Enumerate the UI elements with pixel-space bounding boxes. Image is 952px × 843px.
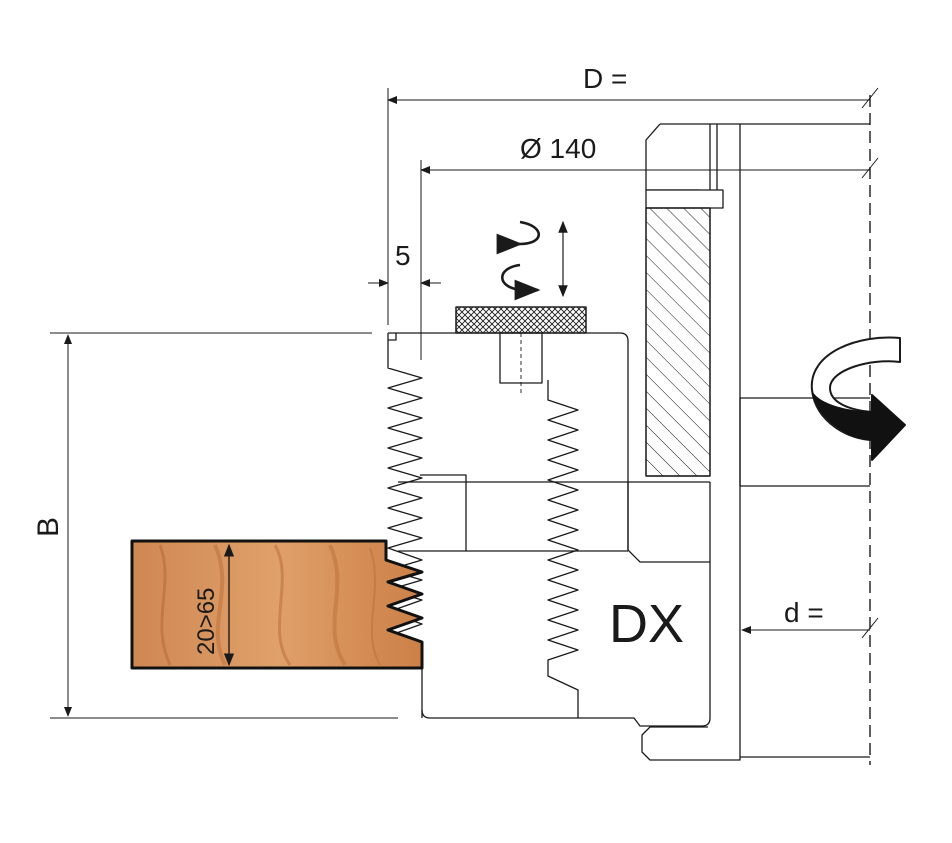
hand-marking-label: DX xyxy=(609,594,684,654)
offset-label: 5 xyxy=(395,240,411,271)
knurled-nut xyxy=(455,306,587,395)
inner-knife-teeth xyxy=(547,380,579,718)
adjust-rotation-icon xyxy=(496,220,568,301)
cutter-profile-teeth xyxy=(387,332,423,718)
height-label: B xyxy=(32,517,65,537)
dimension-height xyxy=(50,332,398,719)
hub-sleeve xyxy=(641,123,870,761)
outer-diameter-label: D = xyxy=(583,63,627,94)
dimension-bore xyxy=(741,617,879,639)
workpiece-thickness-label: 20>65 xyxy=(193,588,220,655)
body-diameter-label: Ø 140 xyxy=(520,133,596,164)
rotation-direction-arrow-icon xyxy=(810,336,906,461)
wood-workpiece xyxy=(130,539,424,670)
bore-label: d = xyxy=(784,597,824,628)
clamp-block xyxy=(645,189,724,477)
